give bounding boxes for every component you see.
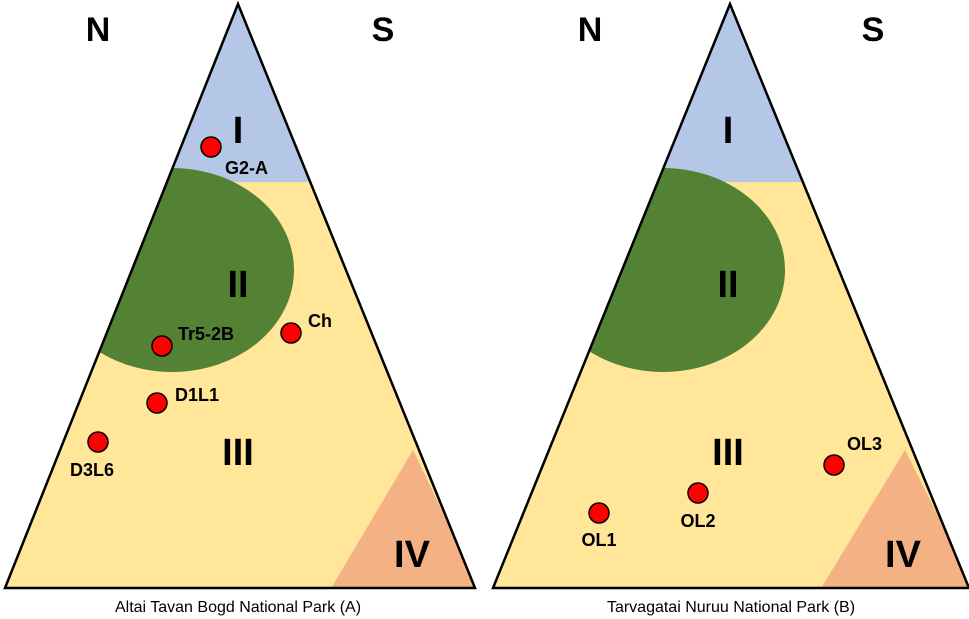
panel-b-outline: [491, 0, 969, 590]
site-marker-ch: Ch: [280, 311, 332, 344]
panel-b-zone-i-label: I: [723, 110, 734, 152]
site-marker-ol2: OL2: [680, 482, 716, 531]
panel-b-zone-iii-label: III: [712, 432, 744, 474]
panel-b-zone-iv-label: IV: [885, 534, 922, 576]
panel-a-north-label: N: [86, 11, 111, 49]
panel-a-zone-i-label: I: [233, 110, 244, 152]
panel-a-zone-iii-label: III: [222, 432, 254, 474]
zone-iv-area: [820, 450, 969, 588]
site-label-g2-a: G2-A: [225, 158, 268, 178]
site-label-d3l6: D3L6: [70, 460, 114, 480]
site-label-ol3: OL3: [847, 434, 882, 454]
site-marker-ol3: OL3: [823, 434, 882, 476]
panel-a-outline: [3, 0, 477, 590]
zone-ii-area: [541, 168, 785, 372]
panel-a-caption: Altai Tavan Bogd National Park (A): [115, 599, 361, 616]
zone-i-area: [493, 4, 969, 182]
panel-b: N S I II III IV OL1 OL2 OL3 Tarvagatai N…: [491, 0, 969, 616]
site-marker-d3l6: D3L6: [70, 431, 114, 480]
zone-iv-area: [330, 450, 475, 588]
site-label-tr5-2b: Tr5-2B: [178, 324, 234, 344]
site-marker-d1l1: D1L1: [146, 385, 219, 414]
site-label-ol2: OL2: [680, 511, 715, 531]
panel-b-zone-ii-label: II: [717, 264, 738, 306]
panel-a-zone-iv-label: IV: [394, 534, 431, 576]
panel-a-zone-ii-label: II: [227, 264, 248, 306]
site-label-d1l1: D1L1: [175, 385, 219, 405]
site-label-ch: Ch: [308, 311, 332, 331]
panel-b-south-label: S: [862, 11, 885, 49]
panel-a-south-label: S: [372, 11, 395, 49]
zone-ii-area: [50, 168, 294, 372]
site-marker-ol1: OL1: [581, 502, 617, 550]
panel-a: N S I II III IV G2-A Tr5-2B Ch D1L1 D3L6…: [3, 0, 477, 616]
site-marker-tr5-2b: Tr5-2B: [151, 324, 234, 357]
site-marker-g2-a: G2-A: [200, 136, 268, 178]
site-label-ol1: OL1: [581, 530, 616, 550]
zone-i-area: [5, 4, 475, 182]
panel-b-caption: Tarvagatai Nuruu National Park (B): [607, 599, 855, 616]
panel-b-north-label: N: [578, 11, 603, 49]
